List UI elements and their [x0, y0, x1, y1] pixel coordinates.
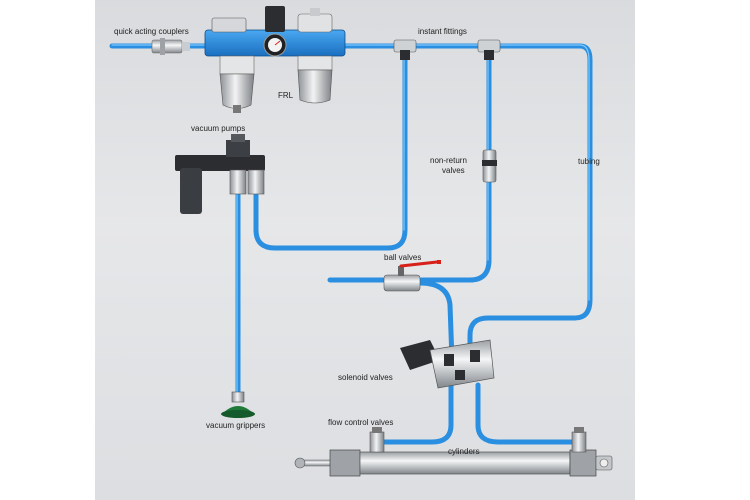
tubing-highlights — [111, 44, 590, 393]
tube-solenoid-cyl-right — [475, 382, 578, 445]
filter-bowl — [219, 73, 255, 109]
tube-frl-out — [337, 43, 593, 363]
ball-valve — [383, 260, 441, 292]
label-non-return-valves-1: non-return — [430, 156, 467, 165]
tube-tee1-down — [253, 45, 408, 251]
instant-fitting-tee-1 — [393, 39, 417, 60]
label-cylinders: cylinders — [448, 447, 480, 456]
label-quick-acting-couplers: quick acting couplers — [114, 27, 189, 36]
label-non-return-valves-2: valves — [442, 166, 465, 175]
pneumatic-cylinder — [294, 449, 613, 477]
label-vacuum-grippers: vacuum grippers — [206, 421, 265, 430]
label-tubing: tubing — [578, 157, 600, 166]
solenoid-valve — [400, 339, 495, 389]
flow-control-valve-right — [571, 427, 587, 453]
tube-solenoid-cyl-left — [382, 382, 454, 445]
label-flow-control-valves: flow control valves — [328, 418, 393, 427]
tubing-main-lines — [109, 43, 593, 445]
vacuum-pump — [175, 134, 265, 214]
frl-unit — [204, 6, 346, 113]
flow-control-valve-left — [369, 427, 385, 453]
tube-tee2-down — [327, 45, 492, 283]
tubing-network — [109, 43, 593, 445]
label-ball-valves: ball valves — [384, 253, 421, 262]
quick-acting-coupler — [151, 38, 190, 55]
vacuum-gripper — [221, 391, 255, 418]
label-solenoid-valves: solenoid valves — [338, 373, 393, 382]
label-instant-fittings: instant fittings — [418, 27, 467, 36]
instant-fitting-tee-2 — [477, 39, 501, 60]
non-return-valve — [482, 149, 497, 183]
tube-ball-solenoid — [417, 280, 455, 363]
ball-valve-handle — [399, 260, 439, 268]
diagram-labels: quick acting couplers instant fittings F… — [114, 27, 600, 456]
label-vacuum-pumps: vacuum pumps — [191, 124, 245, 133]
label-frl: FRL — [278, 91, 294, 100]
regulator-knob — [265, 6, 285, 32]
lubricator-bowl — [297, 69, 333, 104]
